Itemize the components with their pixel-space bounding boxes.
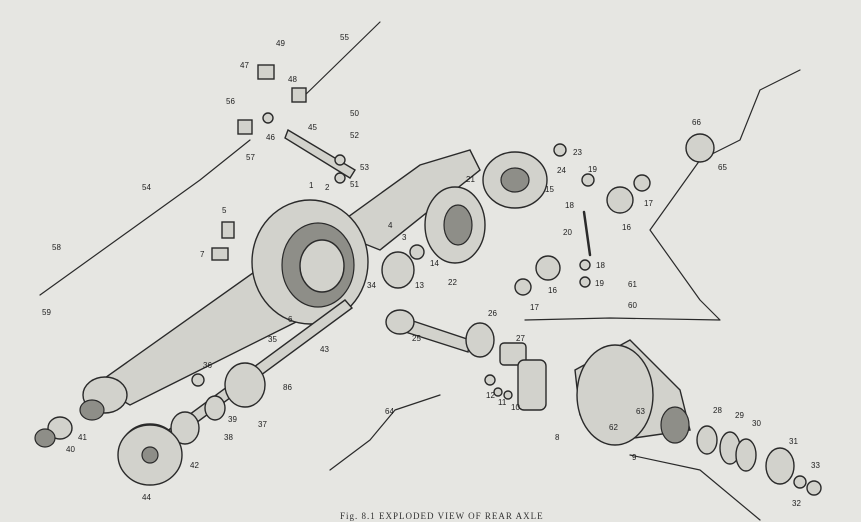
callout-39: 39 <box>228 415 237 424</box>
callout-25: 25 <box>412 334 421 343</box>
brake-lines <box>39 21 801 521</box>
brake-back-plate <box>117 424 183 486</box>
callout-30: 30 <box>752 419 761 428</box>
callout-46: 46 <box>266 133 275 142</box>
callout-5: 5 <box>222 206 227 215</box>
callout-22: 22 <box>448 278 457 287</box>
callout-3: 3 <box>402 233 407 242</box>
callout-17-right: 17 <box>644 199 653 208</box>
callout-62: 62 <box>609 423 618 432</box>
callout-28: 28 <box>713 406 722 415</box>
callout-51: 51 <box>350 180 359 189</box>
callout-37: 37 <box>258 420 267 429</box>
callout-18-bottom: 18 <box>596 261 605 270</box>
callout-26: 26 <box>488 309 497 318</box>
callout-54: 54 <box>142 183 151 192</box>
callout-38: 38 <box>224 433 233 442</box>
callout-21: 21 <box>466 175 475 184</box>
callout-65: 65 <box>718 163 727 172</box>
callout-41: 41 <box>78 433 87 442</box>
callout-35: 35 <box>268 335 277 344</box>
callout-36: 36 <box>203 361 212 370</box>
callout-86: 86 <box>283 383 292 392</box>
pinion-nose-piece <box>517 339 691 446</box>
differential-carrier <box>482 151 548 209</box>
callout-63: 63 <box>636 407 645 416</box>
callout-10: 10 <box>511 403 520 412</box>
crown-wheel <box>424 186 486 264</box>
callout-31: 31 <box>789 437 798 446</box>
callout-9: 9 <box>632 453 637 462</box>
callout-60: 60 <box>628 301 637 310</box>
callout-64: 64 <box>385 407 394 416</box>
callout-45: 45 <box>308 123 317 132</box>
callout-12: 12 <box>486 391 495 400</box>
callout-labels: 1 2 3 4 5 6 7 8 9 10 11 12 13 14 15 16 1… <box>42 33 820 508</box>
callout-17-left: 17 <box>530 303 539 312</box>
callout-59: 59 <box>42 308 51 317</box>
callout-58: 58 <box>52 243 61 252</box>
callout-13: 13 <box>415 281 424 290</box>
callout-18-top: 18 <box>565 201 574 210</box>
callout-43: 43 <box>320 345 329 354</box>
callout-56: 56 <box>226 97 235 106</box>
callout-34: 34 <box>367 281 376 290</box>
callout-19-top: 19 <box>588 165 597 174</box>
callout-6: 6 <box>288 315 293 324</box>
callout-47: 47 <box>240 61 249 70</box>
left-hub-flange <box>34 376 128 448</box>
callout-24: 24 <box>557 166 566 175</box>
callout-57: 57 <box>246 153 255 162</box>
callout-27: 27 <box>516 334 525 343</box>
companion-flange <box>696 425 822 496</box>
callout-48: 48 <box>288 75 297 84</box>
callout-53: 53 <box>360 163 369 172</box>
callout-52: 52 <box>350 131 359 140</box>
callout-23: 23 <box>573 148 582 157</box>
differential-gears <box>514 173 651 296</box>
callout-61: 61 <box>628 280 637 289</box>
callout-16-right: 16 <box>622 223 631 232</box>
callout-14: 14 <box>430 259 439 268</box>
callout-15: 15 <box>545 185 554 194</box>
callout-50: 50 <box>350 109 359 118</box>
callout-2: 2 <box>325 183 330 192</box>
callout-8: 8 <box>555 433 560 442</box>
callout-66: 66 <box>692 118 701 127</box>
callout-11: 11 <box>498 398 507 407</box>
callout-1: 1 <box>309 181 314 190</box>
fasteners <box>191 64 715 400</box>
callout-32: 32 <box>792 499 801 508</box>
callout-4: 4 <box>388 221 393 230</box>
callout-7: 7 <box>200 250 205 259</box>
pinion-assembly <box>381 244 527 366</box>
callout-20: 20 <box>563 228 572 237</box>
callout-19-bottom: 19 <box>595 279 604 288</box>
callout-16-left: 16 <box>548 286 557 295</box>
callout-42: 42 <box>190 461 199 470</box>
callout-49: 49 <box>276 39 285 48</box>
callout-33: 33 <box>811 461 820 470</box>
callout-40: 40 <box>66 445 75 454</box>
figure-caption: Fig. 8.1 EXPLODED VIEW OF REAR AXLE <box>340 511 544 521</box>
callout-55: 55 <box>340 33 349 42</box>
callout-44: 44 <box>142 493 151 502</box>
callout-29: 29 <box>735 411 744 420</box>
axle-housing <box>93 149 481 406</box>
